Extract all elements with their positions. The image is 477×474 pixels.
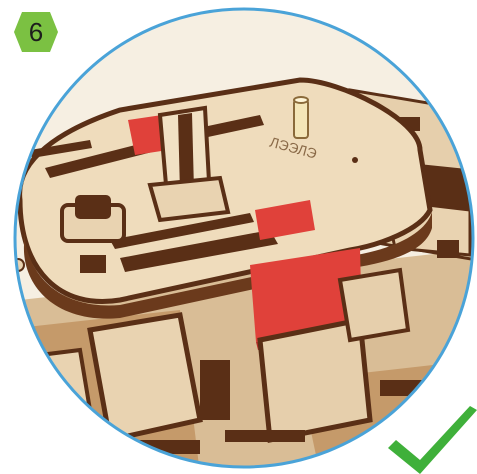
instruction-step-panel: 6 — [0, 0, 477, 474]
checkmark-icon — [0, 0, 477, 474]
